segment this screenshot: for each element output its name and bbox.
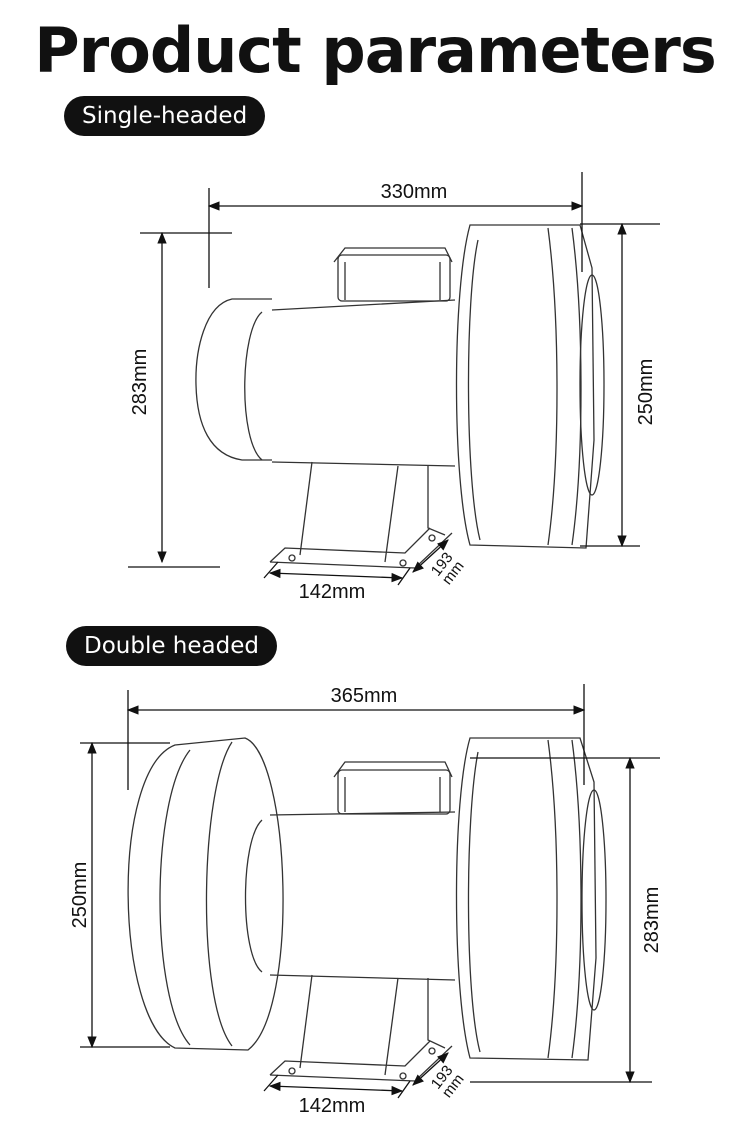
blower-outline	[195, 224, 605, 569]
dimension-lines	[128, 172, 660, 586]
section-label-single-headed: Single-headed	[64, 96, 266, 136]
dim-length-label: 330mm	[381, 181, 448, 203]
dim-base-depth-label: 193mm	[428, 549, 468, 588]
dim-base-width-label: 142mm	[299, 581, 366, 603]
section-label-double-headed: Double headed	[66, 626, 277, 666]
page-title: Product parameters	[34, 14, 717, 87]
blower-outline	[127, 737, 607, 1082]
dim-base-width-label: 142mm	[299, 1095, 366, 1117]
dim-height-left-label: 283mm	[129, 349, 151, 416]
double-headed-blower-diagram: 365mm 250mm 283mm 142mm 193mm	[69, 684, 663, 1117]
dim-length-label: 365mm	[331, 685, 398, 707]
dimension-lines	[80, 684, 660, 1099]
dim-height-right-label: 283mm	[641, 887, 663, 954]
dim-height-right-label: 250mm	[635, 359, 657, 426]
dim-height-left-label: 250mm	[69, 862, 91, 929]
dim-base-depth-label: 193mm	[428, 1062, 468, 1101]
single-headed-blower-diagram: 330mm 283mm 250mm 142mm 193mm	[128, 172, 660, 603]
